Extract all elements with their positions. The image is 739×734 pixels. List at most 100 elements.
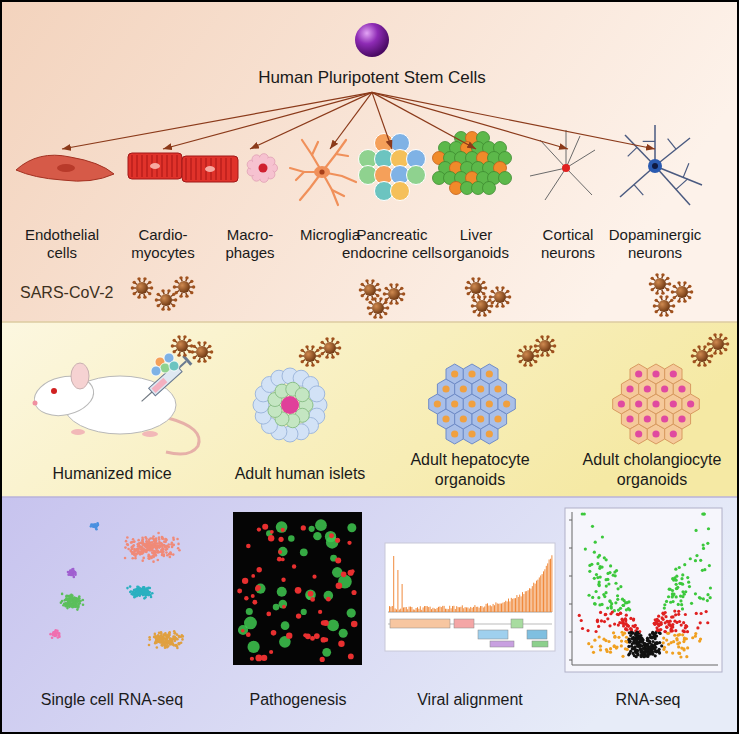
illustration-part <box>428 607 429 612</box>
illustration-part <box>400 287 403 290</box>
viral-alignment-plot <box>385 543 555 651</box>
illustration-part <box>683 299 686 302</box>
illustration-part <box>635 400 642 407</box>
illustration-part <box>631 652 634 655</box>
illustration-part <box>292 564 296 568</box>
illustration-part <box>431 609 432 612</box>
illustration-part <box>671 625 674 628</box>
illustration-part <box>160 363 170 373</box>
illustration-part <box>540 575 541 612</box>
illustration-part <box>397 570 398 612</box>
illustration-part <box>678 415 685 422</box>
illustration-part <box>296 613 301 618</box>
illustration-part <box>52 631 55 634</box>
illustration-part <box>593 602 596 605</box>
illustration-part <box>336 341 339 344</box>
illustration-part <box>642 655 645 658</box>
illustration-part <box>490 605 491 612</box>
illustration-part <box>479 608 480 612</box>
illustration-part <box>584 547 587 550</box>
illustration-part <box>172 537 175 540</box>
illustration-part <box>465 607 466 612</box>
illustration-part <box>486 400 493 407</box>
illustration-part <box>596 620 599 623</box>
illustration-part <box>154 546 157 549</box>
virus-icon <box>319 337 342 359</box>
illustration-part <box>79 600 82 603</box>
virus-icon <box>534 335 557 357</box>
illustration-part <box>471 304 474 307</box>
illustration-part <box>473 607 474 612</box>
illustration-part <box>255 584 265 594</box>
virus-icon <box>691 345 714 367</box>
illustration-part <box>540 353 543 356</box>
illustration-part <box>94 524 97 527</box>
illustration-part <box>607 582 610 585</box>
illustration-part <box>271 630 277 636</box>
macrophage-cell <box>247 154 277 183</box>
illustration-part <box>376 294 379 297</box>
illustration-part <box>251 157 273 179</box>
illustration-part <box>652 163 658 169</box>
illustration-part <box>551 350 554 353</box>
illustration-part <box>473 310 476 313</box>
illustration-part <box>708 564 711 567</box>
illustration-part <box>361 283 364 286</box>
illustration-part <box>174 636 177 639</box>
illustration-part <box>169 361 179 371</box>
illustration-part <box>636 627 639 630</box>
illustration-part <box>629 627 632 630</box>
illustration-part <box>131 286 134 289</box>
illustration-part <box>162 537 165 540</box>
illustration-part <box>476 300 488 312</box>
illustration-part <box>677 281 680 284</box>
illustration-part <box>706 599 709 602</box>
illustration-part <box>62 604 65 607</box>
illustration-part <box>417 607 418 612</box>
illustration-part <box>373 297 376 300</box>
illustration-part <box>148 636 151 639</box>
illustration-part <box>171 344 174 347</box>
illustration-part <box>468 370 475 377</box>
illustration-part <box>471 295 474 298</box>
illustration-part <box>487 603 488 612</box>
illustration-part <box>296 172 304 180</box>
illustration-part <box>614 601 617 604</box>
illustration-part <box>456 606 457 612</box>
illustration-part <box>604 591 607 594</box>
illustration-part <box>660 644 663 647</box>
illustration-part <box>51 636 54 639</box>
illustration-part <box>523 363 526 366</box>
illustration-part <box>683 563 686 566</box>
illustration-part <box>203 359 206 362</box>
illustration-part <box>137 295 140 298</box>
illustration-part <box>154 633 157 636</box>
illustration-part <box>143 277 146 280</box>
illustration-part <box>696 626 699 629</box>
illustration-part <box>648 159 662 173</box>
illustration-part <box>321 341 324 344</box>
illustration-part <box>434 608 435 612</box>
illustration-part <box>193 345 196 348</box>
illustration-part <box>97 524 100 527</box>
illustration-part <box>395 608 396 612</box>
illustration-part <box>536 581 537 612</box>
illustration-part <box>154 542 157 545</box>
illustration-part <box>522 592 523 612</box>
illustration-part <box>529 588 530 612</box>
illustration-part <box>613 635 616 638</box>
illustration-part <box>581 627 584 630</box>
illustration-part <box>672 304 675 307</box>
illustration-part <box>489 295 492 298</box>
illustration-part <box>525 591 526 612</box>
illustration-part <box>665 295 668 298</box>
illustration-part <box>686 576 689 579</box>
illustration-part <box>312 142 318 155</box>
illustration-part <box>504 602 505 612</box>
illustration-part <box>136 282 148 294</box>
illustration-part <box>540 335 543 338</box>
illustration-part <box>144 543 147 546</box>
virus-icon <box>653 295 676 317</box>
illustration-part <box>192 285 195 288</box>
illustration-part <box>203 341 206 344</box>
